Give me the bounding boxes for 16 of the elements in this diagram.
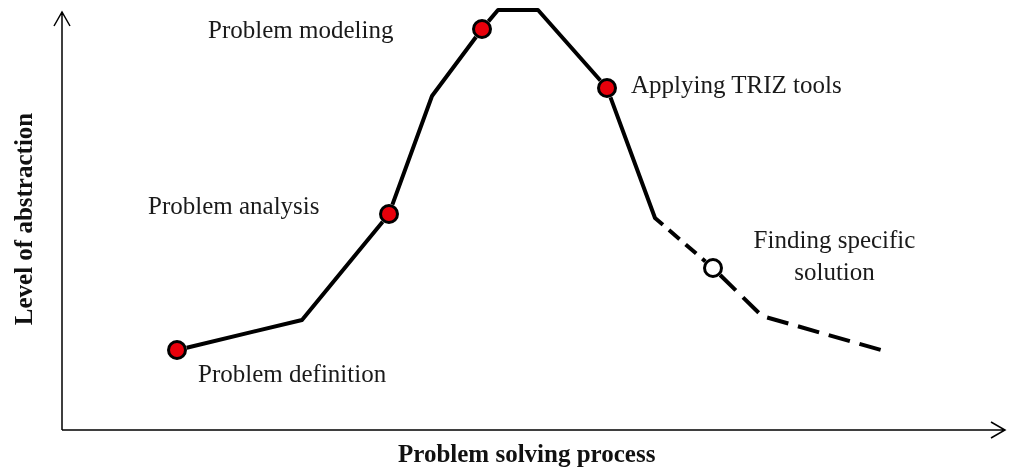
point-marker — [703, 258, 723, 278]
point-marker — [472, 19, 492, 39]
curve-segment — [608, 96, 707, 263]
point-marker — [597, 78, 617, 98]
step-label: Applying TRIZ tools — [631, 70, 842, 100]
step-label: Problem analysis — [148, 191, 320, 221]
point-marker — [379, 204, 399, 224]
x-axis-label: Problem solving process — [398, 440, 656, 468]
curve-segment — [486, 8, 602, 82]
curve-segment — [390, 35, 478, 206]
step-label: Problem definition — [198, 359, 387, 389]
step-label: Problem modeling — [208, 15, 394, 45]
curve-segment — [186, 220, 385, 350]
point-marker — [167, 340, 187, 360]
step-label: Finding specific solution — [752, 225, 917, 287]
y-axis-label: Level of abstraction — [10, 111, 38, 328]
